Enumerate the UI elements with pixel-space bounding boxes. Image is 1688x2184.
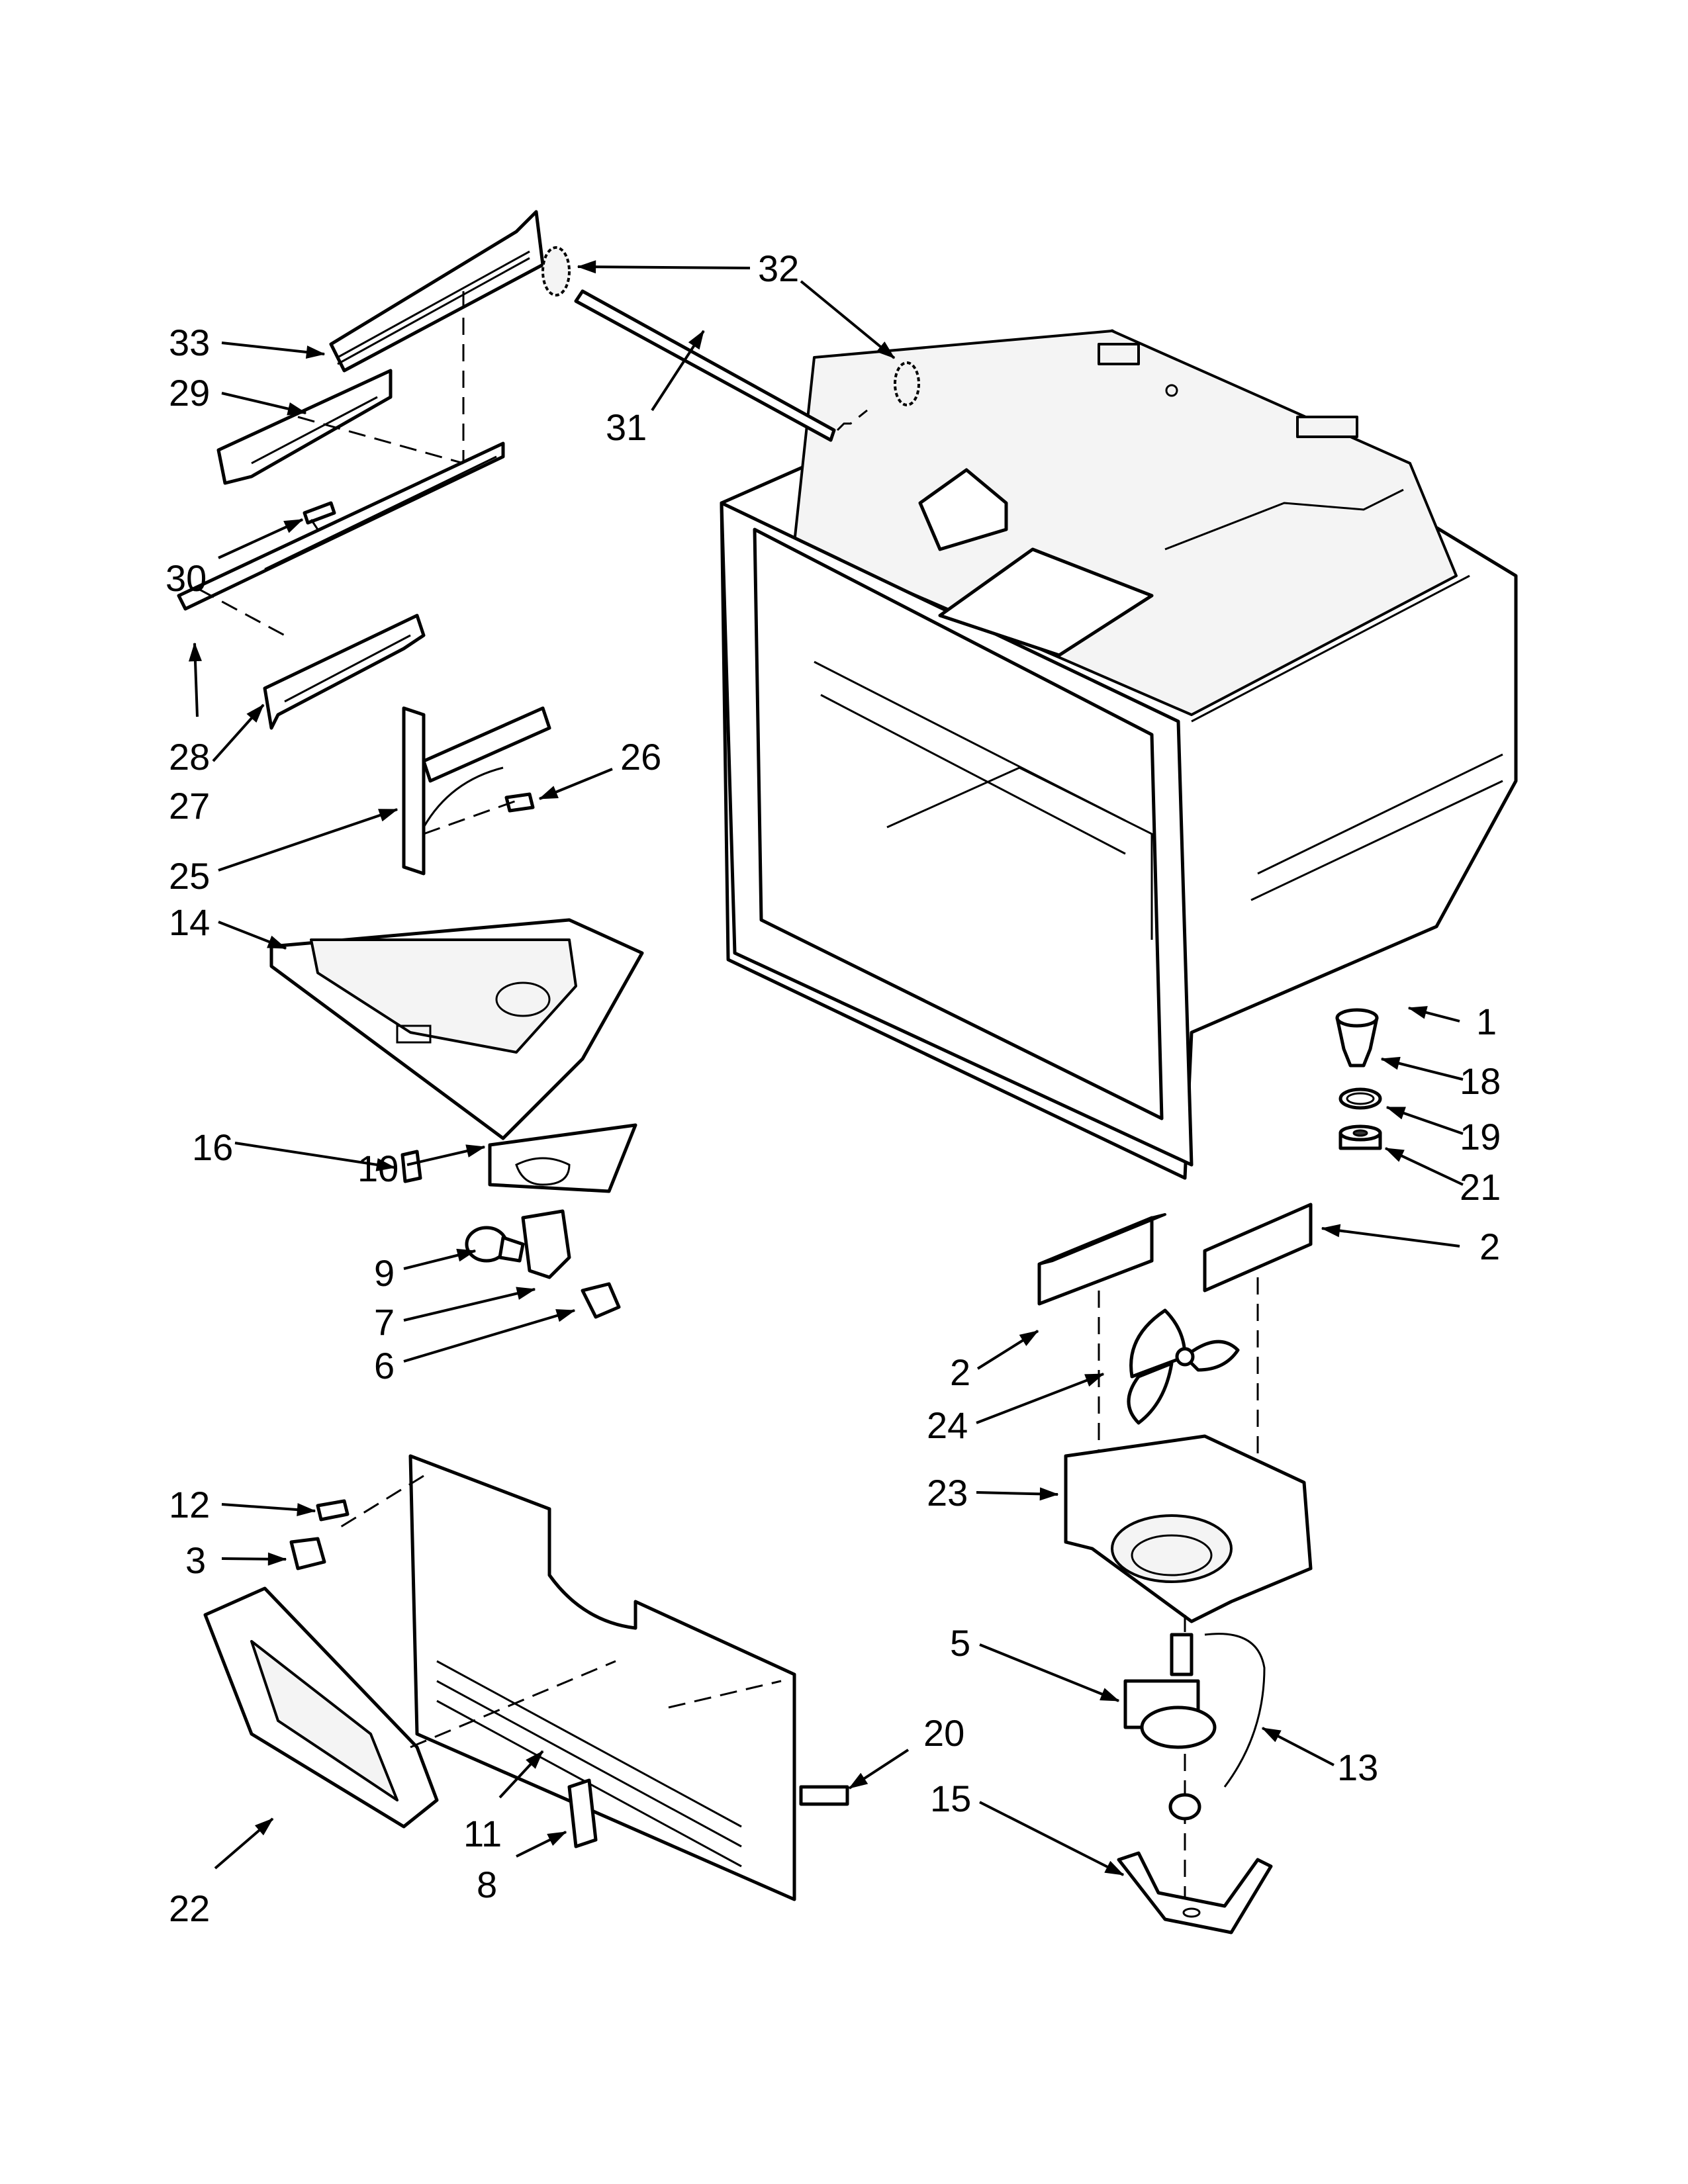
callout-28: 28 — [169, 736, 210, 778]
leader-33 — [221, 341, 326, 359]
leader-6 — [403, 1309, 576, 1363]
leader-11 — [498, 1750, 544, 1799]
leader-18 — [1380, 1056, 1464, 1081]
leader-23 — [976, 1487, 1059, 1501]
gear-32-part — [541, 246, 920, 406]
leader-15 — [979, 1801, 1125, 1876]
callout-14: 14 — [169, 901, 210, 943]
leader-29 — [221, 392, 307, 416]
callout-2-right: 2 — [1479, 1226, 1500, 1267]
callout-23: 23 — [927, 1472, 968, 1514]
leader-19 — [1385, 1106, 1464, 1135]
slide-bracket-lower-part — [263, 614, 426, 730]
leader-32a — [577, 260, 751, 274]
callout-8: 8 — [477, 1864, 497, 1905]
leader-20 — [848, 1749, 910, 1790]
freezer-liner-part — [720, 329, 1518, 1180]
light-switch-part — [567, 1778, 598, 1848]
leader-21 — [1384, 1147, 1464, 1186]
leader-2a — [976, 1330, 1039, 1370]
callout-1: 1 — [1476, 1001, 1497, 1042]
slide-bracket-upper-part — [216, 369, 393, 485]
screw-26-part — [504, 792, 535, 813]
leader-1 — [1407, 1006, 1460, 1023]
bracket-25-part — [402, 706, 551, 876]
callout-13: 13 — [1337, 1747, 1378, 1788]
leader-8 — [516, 1831, 567, 1858]
light-housing-part — [269, 918, 644, 1140]
callout-9: 9 — [374, 1252, 395, 1294]
wire-harness-part — [1204, 1633, 1266, 1788]
leader-24 — [976, 1373, 1105, 1424]
retainer-part — [581, 1282, 621, 1319]
seal-strip-part — [799, 1785, 849, 1806]
fan-blade-part — [1127, 1308, 1240, 1425]
insulation-block-right-part — [1203, 1203, 1313, 1293]
leader-26 — [538, 768, 613, 800]
air-grille-part — [203, 1586, 439, 1829]
callout-11: 11 — [463, 1813, 502, 1854]
callout-10: 10 — [357, 1148, 399, 1189]
leader-31 — [651, 330, 705, 412]
leader-9 — [403, 1248, 477, 1270]
callout-26: 26 — [620, 736, 661, 778]
callout-21: 21 — [1460, 1166, 1501, 1208]
gasket-10-part — [488, 1123, 637, 1193]
leader-32b — [800, 280, 896, 359]
callout-15: 15 — [930, 1778, 971, 1819]
callout-27: 27 — [169, 785, 210, 827]
callout-33: 33 — [169, 322, 210, 363]
callout-5: 5 — [950, 1622, 970, 1664]
leader-30 — [218, 518, 304, 559]
leader-10 — [406, 1144, 486, 1166]
rear-panel-part — [408, 1454, 796, 1901]
bulb-part — [465, 1226, 525, 1263]
callout-20: 20 — [923, 1712, 964, 1754]
callout-19: 19 — [1460, 1116, 1501, 1158]
grommet-part — [1168, 1793, 1201, 1821]
o-ring-part — [1338, 1087, 1382, 1110]
callout-2-left: 2 — [950, 1351, 970, 1393]
shaft-part — [574, 289, 836, 442]
cap-part — [1338, 1124, 1382, 1150]
rail-cover-part — [329, 210, 545, 373]
leader-27 — [212, 704, 265, 762]
callout-6: 6 — [374, 1345, 395, 1387]
callout-18: 18 — [1460, 1060, 1501, 1102]
screw-30-part — [303, 501, 336, 530]
fan-shroud-part — [1064, 1434, 1313, 1623]
callout-32: 32 — [758, 248, 799, 289]
leader-2b — [1321, 1224, 1460, 1248]
callout-25: 25 — [169, 855, 210, 897]
screw-12-part — [316, 1499, 350, 1522]
switch-16-part — [400, 1150, 422, 1183]
callout-22: 22 — [169, 1888, 210, 1929]
leader-7 — [403, 1287, 536, 1322]
callout-24: 24 — [927, 1404, 968, 1446]
callout-12: 12 — [169, 1484, 210, 1525]
leader-12 — [221, 1503, 316, 1517]
leader-5 — [979, 1643, 1120, 1702]
fan-motor-part — [1123, 1633, 1217, 1749]
leader-28 — [188, 642, 202, 717]
leader-22 — [214, 1817, 274, 1870]
leader-14 — [218, 921, 287, 950]
callout-7: 7 — [374, 1301, 395, 1343]
motor-bracket-part — [1117, 1851, 1273, 1934]
thermistor-part — [289, 1537, 326, 1570]
leader-16 — [234, 1142, 396, 1171]
callout-3: 3 — [185, 1539, 206, 1581]
drain-valve-part — [1335, 1008, 1379, 1068]
slide-rail-part — [177, 441, 505, 611]
callout-29: 29 — [169, 372, 210, 414]
leader-13 — [1261, 1727, 1335, 1766]
callout-16: 16 — [192, 1126, 233, 1168]
insulation-block-left-part — [1037, 1213, 1166, 1306]
callout-30: 30 — [165, 557, 207, 599]
leader-25 — [218, 808, 399, 872]
socket-part — [521, 1209, 571, 1279]
callout-31: 31 — [606, 406, 647, 448]
